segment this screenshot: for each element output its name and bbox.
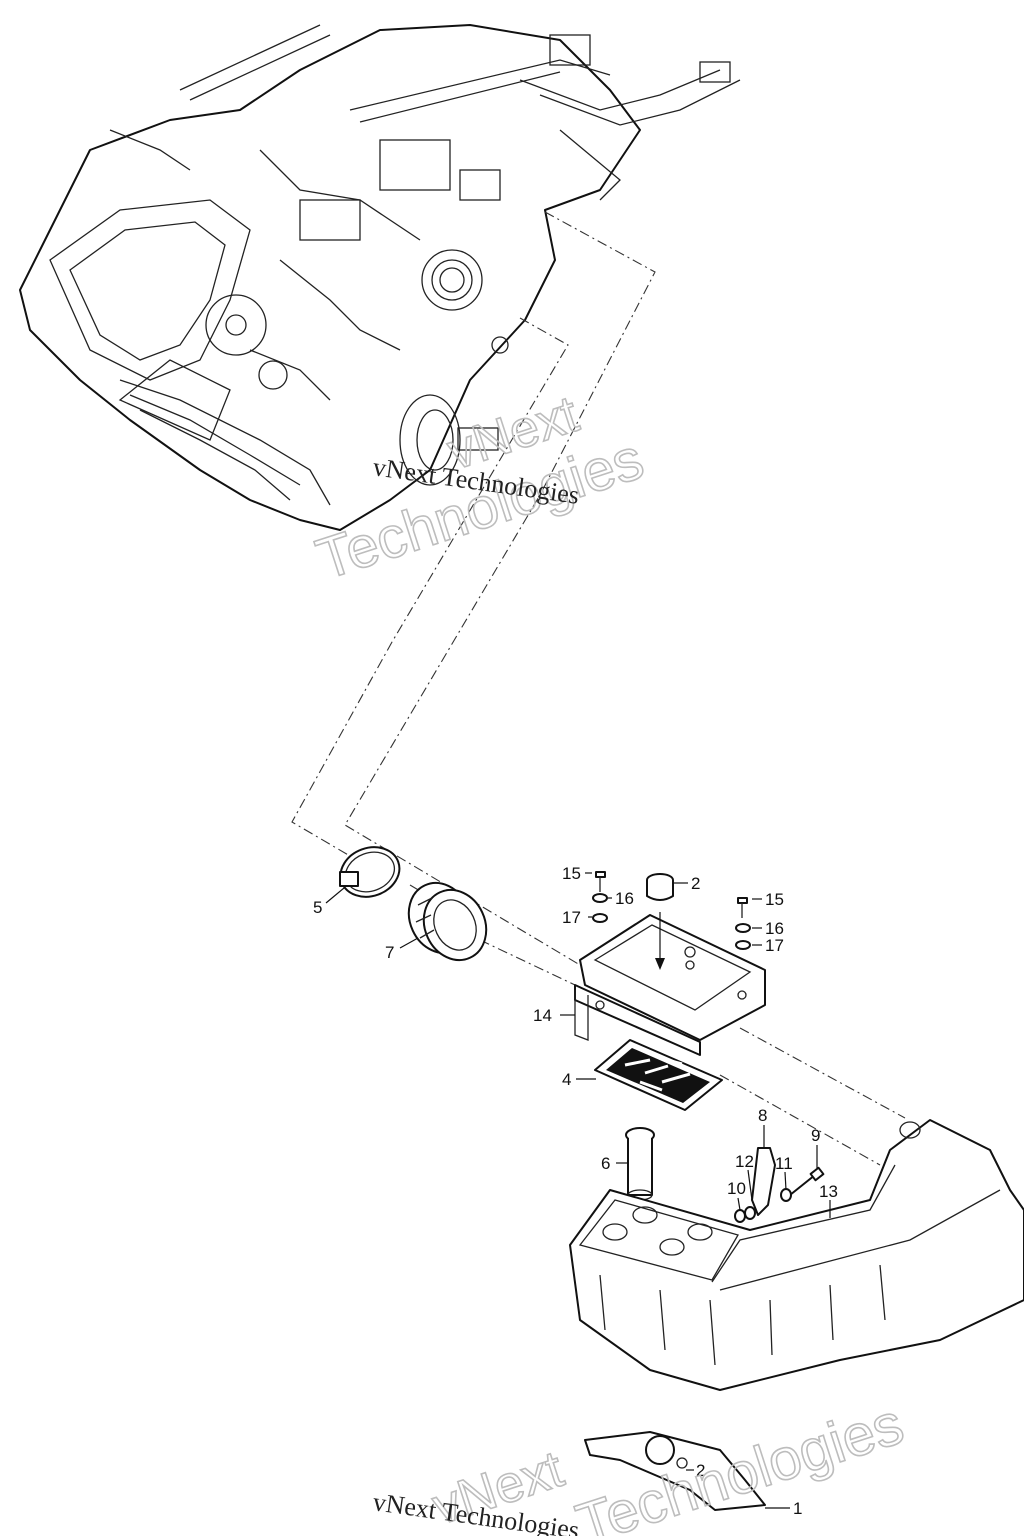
callout-15: 15 bbox=[562, 864, 581, 883]
callout-16: 16 bbox=[615, 889, 634, 908]
callout-leaders bbox=[325, 872, 831, 1509]
callout-labels: 15 2 16 17 15 16 17 5 7 14 4 8 9 6 12 11… bbox=[313, 864, 838, 1518]
engine-assembly bbox=[19, 24, 741, 531]
callout-7: 7 bbox=[385, 943, 394, 962]
callout-9: 9 bbox=[811, 1126, 820, 1145]
part-14-airbox-cover bbox=[574, 912, 766, 1056]
callout-17: 17 bbox=[765, 936, 784, 955]
part-7-boot bbox=[407, 881, 488, 962]
callout-17: 17 bbox=[562, 908, 581, 927]
callout-15: 15 bbox=[765, 890, 784, 909]
part-9-bolt bbox=[789, 1166, 825, 1196]
callout-2: 2 bbox=[691, 874, 700, 893]
part-5-clamp bbox=[339, 846, 401, 898]
airbox-base bbox=[569, 1119, 1024, 1391]
callout-6: 6 bbox=[601, 1154, 610, 1173]
bottom-detail-panel bbox=[584, 1431, 766, 1511]
callout-10: 10 bbox=[727, 1179, 746, 1198]
part-8-bracket bbox=[751, 1147, 776, 1216]
watermark-outline-technologies: Technologies bbox=[569, 1391, 911, 1536]
callout-2: 2 bbox=[696, 1461, 705, 1480]
callout-14: 14 bbox=[533, 1006, 552, 1025]
callout-8: 8 bbox=[758, 1106, 767, 1125]
part-6-tube bbox=[625, 1127, 655, 1201]
callout-1: 1 bbox=[793, 1499, 802, 1518]
fastener-set-left bbox=[592, 871, 608, 923]
part-4-filter bbox=[594, 1039, 723, 1111]
part-2-plug bbox=[646, 873, 674, 901]
callout-12: 12 bbox=[735, 1152, 754, 1171]
fastener-set-right bbox=[735, 897, 751, 950]
callout-11: 11 bbox=[775, 1154, 793, 1173]
callout-5: 5 bbox=[313, 898, 322, 917]
callout-13: 13 bbox=[819, 1182, 838, 1201]
callout-4: 4 bbox=[562, 1070, 571, 1089]
callout-16: 16 bbox=[765, 919, 784, 938]
